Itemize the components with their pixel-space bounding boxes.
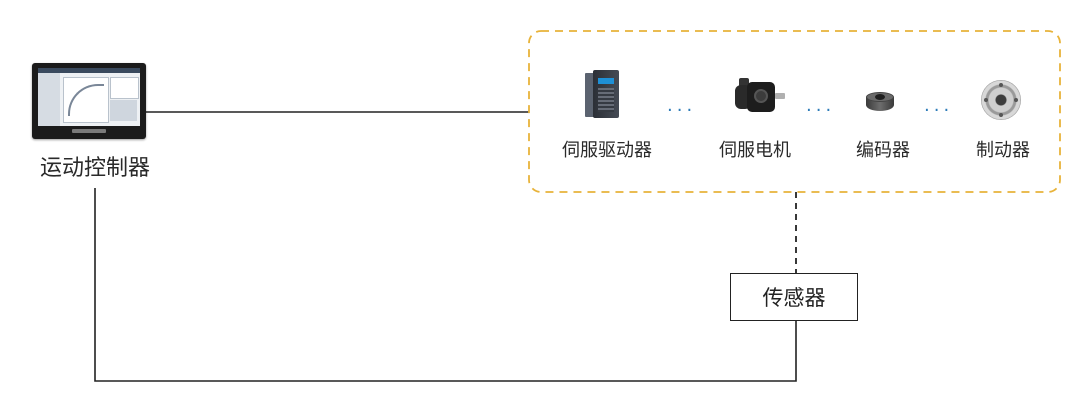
component-group-border bbox=[528, 30, 1061, 193]
sensor-box: 传感器 bbox=[730, 273, 858, 321]
encoder-icon bbox=[866, 92, 894, 114]
servo-drive-label: 伺服驱动器 bbox=[562, 140, 652, 161]
separator-dots: ··· bbox=[806, 100, 836, 121]
servo-motor-icon bbox=[733, 78, 785, 116]
brake-icon bbox=[981, 80, 1021, 120]
motion-controller-label: 运动控制器 bbox=[39, 156, 150, 181]
motion-controller-icon bbox=[32, 63, 146, 139]
separator-dots: ··· bbox=[667, 100, 697, 121]
encoder-label: 编码器 bbox=[856, 140, 910, 161]
servo-motor-label: 伺服电机 bbox=[719, 140, 791, 161]
controller-to-sensor-line bbox=[94, 188, 797, 382]
brake-label: 制动器 bbox=[976, 140, 1030, 161]
servo-drive-icon bbox=[585, 70, 635, 118]
sensor-label: 传感器 bbox=[762, 286, 826, 310]
separator-dots: ··· bbox=[924, 100, 954, 121]
